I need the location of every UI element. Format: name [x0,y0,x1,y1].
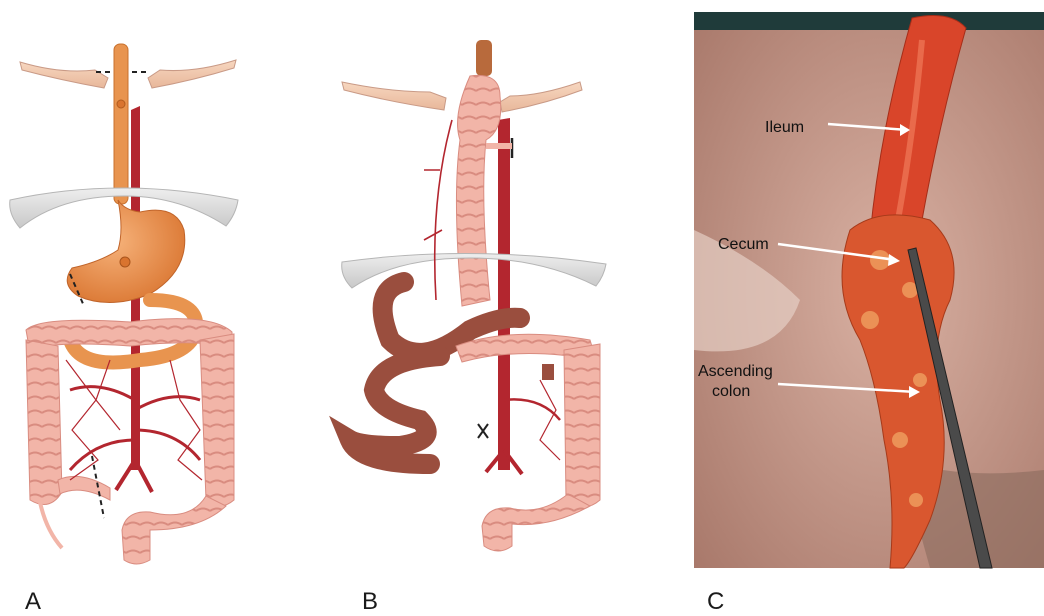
left-clavicle [20,62,108,88]
aorta-b [498,118,510,470]
panel-label-a: A [25,588,41,616]
descending-colon-a [200,334,234,506]
label-ileum: Ileum [765,119,804,136]
colon-conduit [456,75,500,306]
panel-a-illustration [10,44,238,564]
stomach [67,200,185,303]
mesenteric-vessels-b [486,380,560,474]
esophagus [114,44,128,204]
cervical-esophagus-b [476,40,492,76]
right-clavicle [148,60,236,88]
panel-b-illustration [342,40,606,551]
descending-colon-b [564,344,600,507]
left-clavicle-b [342,82,446,110]
right-clavicle-b [500,82,582,112]
sigmoid-rectum-b [482,494,590,551]
sigmoid-rectum-a [122,496,226,564]
label-cecum: Cecum [718,236,769,253]
ileum-loop-lower [350,356,440,464]
label-ascending-line2: colon [712,383,750,400]
label-ascending-line1: Ascending [698,363,773,380]
ascending-colon-a [26,340,62,505]
panel-c-photo: Ileum Cecum Ascending colon [694,12,1044,568]
ligated-vessel-mark [478,424,488,438]
panel-label-c: C [707,588,724,616]
panel-label-b: B [362,588,378,616]
